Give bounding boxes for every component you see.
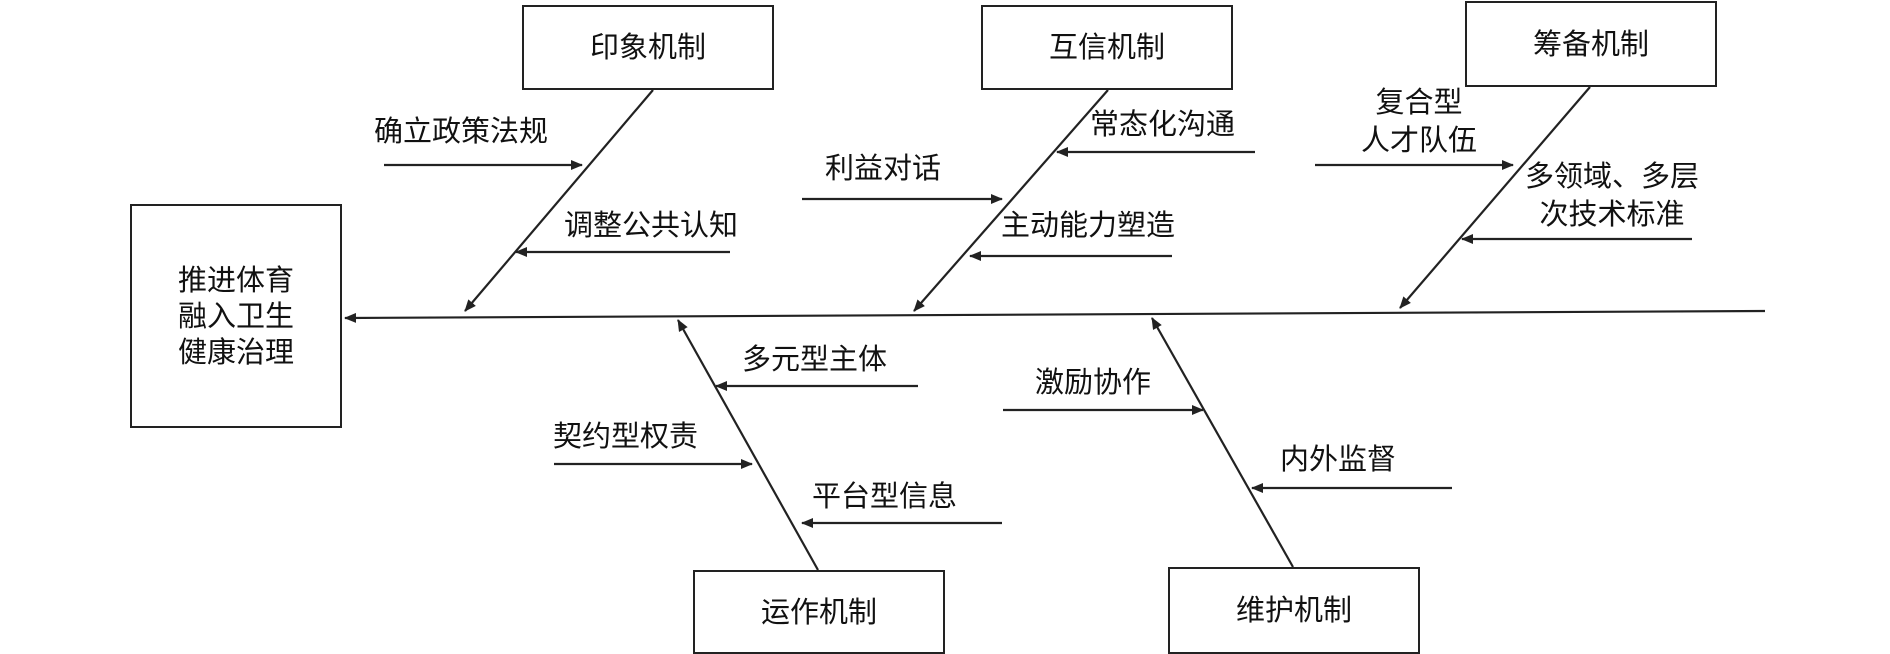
cause-label-adjust-cognition: 调整公共认知 (564, 208, 739, 242)
mechanism-label: 筹备机制 (1532, 26, 1649, 61)
effect-line: 融入卫生 (177, 298, 294, 333)
cause-label-internal-external-supervision: 内外监督 (1280, 442, 1397, 476)
bone-preparation (1399, 86, 1591, 309)
cause-label-incentive-cooperation: 激励协作 (1035, 365, 1152, 399)
mechanism-box-preparation: 筹备机制 (1465, 1, 1717, 87)
mechanism-label: 运作机制 (760, 594, 877, 629)
cause-label-regular-communication: 常态化沟通 (1090, 107, 1236, 141)
effect-line: 健康治理 (177, 335, 294, 370)
cause-label-line: 次技术标准 (1539, 197, 1685, 231)
mechanism-label: 互信机制 (1048, 30, 1165, 65)
bone-impression (464, 89, 654, 312)
cause-label-capacity-building: 主动能力塑造 (1001, 208, 1176, 242)
effect-text: 推进体育 融入卫生 健康治理 (178, 262, 294, 371)
bone-operation (677, 319, 819, 571)
effect-line: 推进体育 (177, 262, 294, 297)
cause-label-line: 多领域、多层 (1524, 159, 1699, 193)
cause-label-line: 人才队伍 (1360, 123, 1477, 157)
cause-label-tech-standards: 多领域、多层 次技术标准 (1512, 157, 1712, 233)
cause-label-interest-dialogue: 利益对话 (825, 151, 942, 185)
cause-label-contract-rights: 契约型权责 (553, 419, 699, 453)
cause-label-line: 复合型 (1375, 85, 1463, 119)
effect-box: 推进体育 融入卫生 健康治理 (130, 204, 342, 428)
mechanism-label: 印象机制 (589, 30, 706, 65)
mechanism-box-maintenance: 维护机制 (1168, 567, 1420, 654)
mechanism-box-impression: 印象机制 (522, 5, 774, 90)
cause-label-platform-info: 平台型信息 (812, 479, 958, 513)
bone-maintenance (1151, 317, 1294, 568)
bone-mutual-trust (913, 89, 1109, 312)
cause-label-talent-team: 复合型 人才队伍 (1344, 83, 1494, 159)
spine-arrow (344, 309, 1766, 323)
cause-label-establish-policy: 确立政策法规 (374, 114, 549, 148)
mechanism-box-mutual-trust: 互信机制 (981, 5, 1233, 90)
mechanism-box-operation: 运作机制 (693, 570, 945, 654)
mechanism-label: 维护机制 (1235, 593, 1352, 628)
cause-label-diverse-subjects: 多元型主体 (742, 342, 888, 376)
